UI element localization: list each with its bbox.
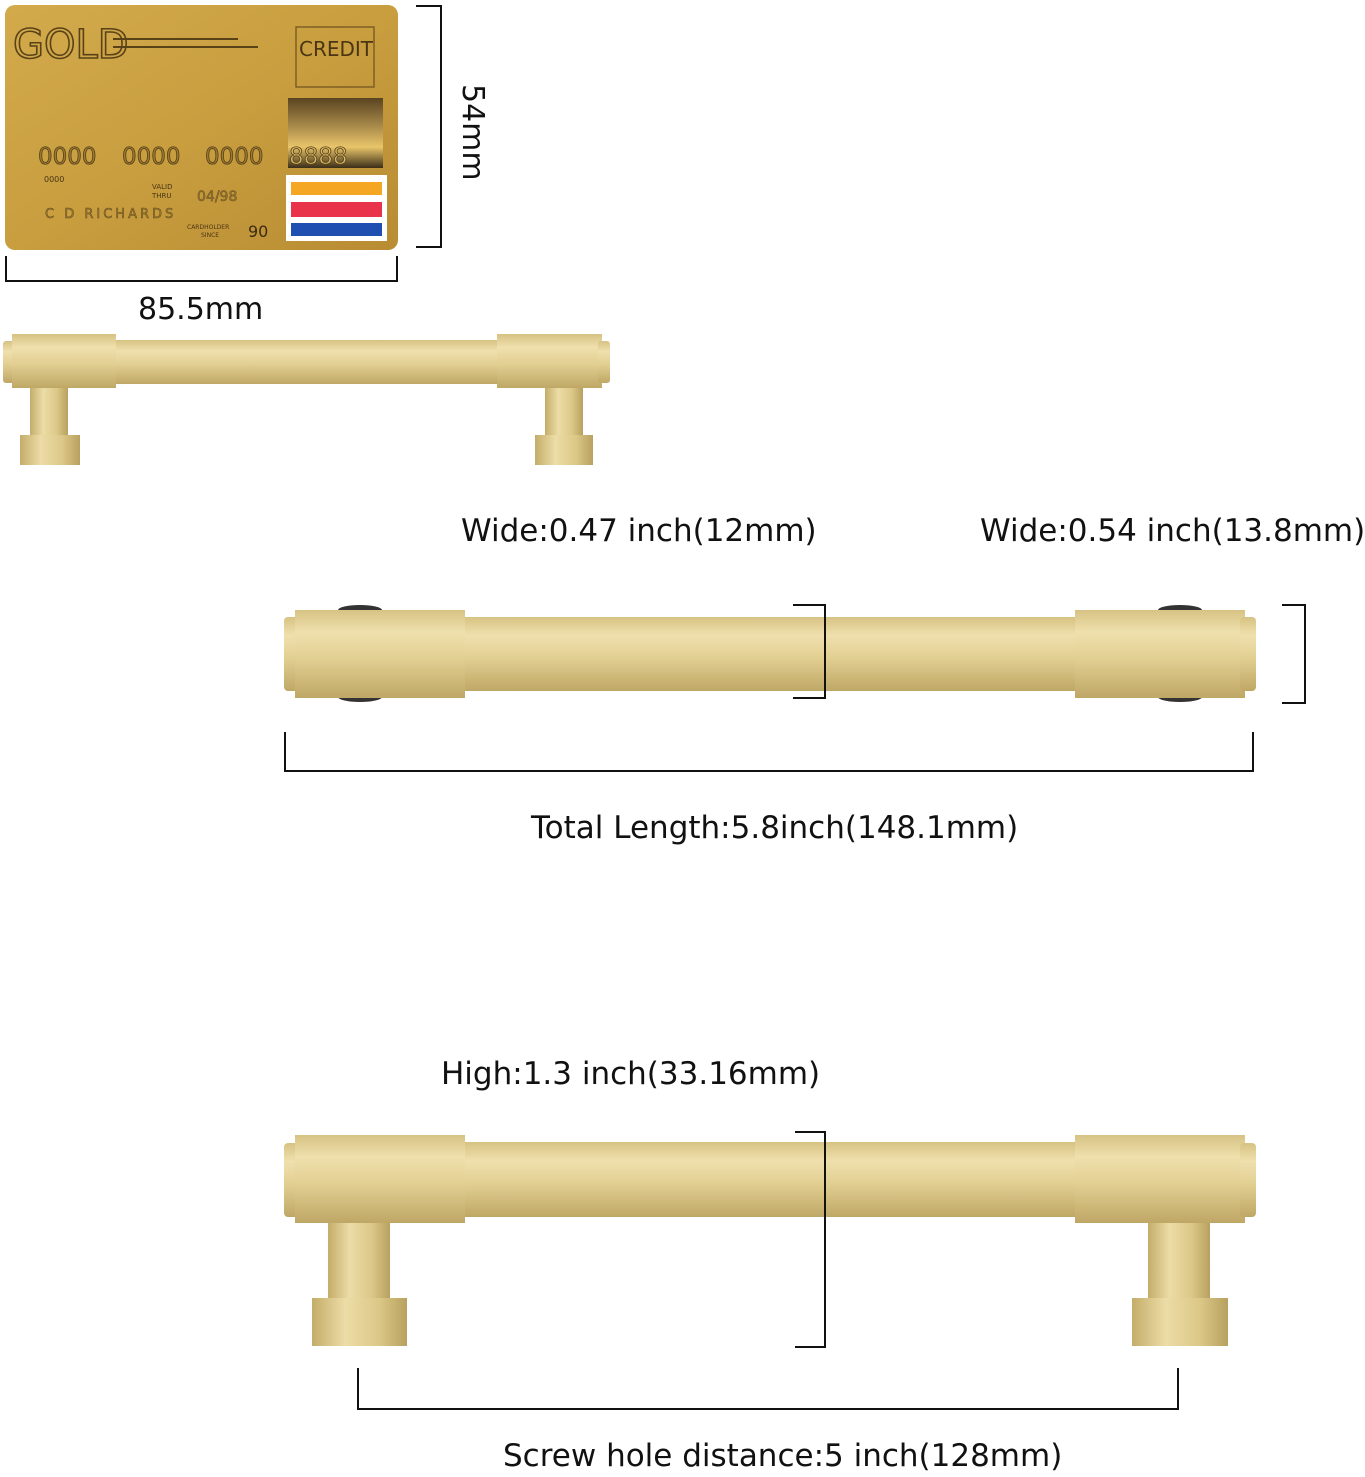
- credit-card: GOLD CREDIT 0000 0000 0000 8888 0000 VAL…: [5, 5, 398, 250]
- card-number-4: 8888: [289, 144, 348, 170]
- wide-bar-bracket: [824, 604, 826, 699]
- card-width-bracket: [5, 280, 398, 282]
- high-label: High:1.3 inch(33.16mm): [441, 1056, 821, 1092]
- card-brand: GOLD: [13, 22, 129, 68]
- card-since-value: 90: [248, 222, 268, 241]
- credit-card-graphic: GOLD CREDIT 0000 0000 0000 8888 0000 VAL…: [5, 5, 398, 250]
- side-view-handle: [280, 1130, 1265, 1350]
- card-number-3: 0000: [205, 144, 264, 170]
- card-stripe-orange: [291, 182, 382, 195]
- total-length-label: Total Length:5.8inch(148.1mm): [531, 810, 1019, 846]
- wide-end-bracket: [1304, 604, 1306, 704]
- card-width-label: 85.5mm: [138, 292, 264, 327]
- high-bracket: [824, 1131, 826, 1348]
- screw-distance-label: Screw hole distance:5 inch(128mm): [503, 1438, 1063, 1474]
- card-number-1: 0000: [38, 144, 97, 170]
- screw-distance-bracket: [357, 1408, 1179, 1410]
- card-number-2: 0000: [122, 144, 181, 170]
- top-view-handle: [280, 600, 1265, 710]
- card-stripe-blue: [291, 223, 382, 236]
- card-height-bracket: [440, 5, 442, 248]
- card-small-number: 0000: [44, 175, 64, 184]
- card-type: CREDIT: [299, 37, 374, 61]
- total-length-bracket: [284, 770, 1254, 772]
- small-handle: [0, 330, 615, 470]
- card-stripe-red: [291, 202, 382, 217]
- wide-bar-label: Wide:0.47 inch(12mm): [461, 513, 817, 549]
- card-height-label: 54mm: [455, 84, 490, 181]
- card-holder-name: C D RICHARDS: [45, 207, 176, 222]
- wide-end-label: Wide:0.54 inch(13.8mm): [980, 513, 1365, 549]
- card-valid-date: 04/98: [197, 189, 237, 205]
